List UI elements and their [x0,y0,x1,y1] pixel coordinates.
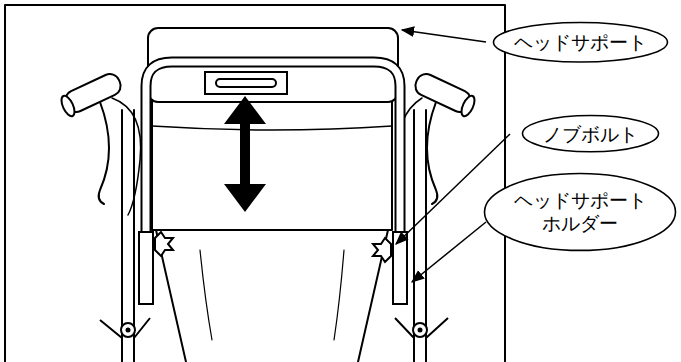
knob-bolt [373,238,391,262]
figure-frame [5,5,505,362]
hub [121,323,135,337]
right-holder [393,232,407,304]
leader-line [412,222,486,282]
callout-ellipse: ヘッドサポート ホルダー [483,172,677,252]
callout-ellipse: ヘッドサポート [492,21,669,64]
callout-label: ヘッドサポート ホルダー [505,189,655,235]
leader-line [402,30,486,42]
callout-ellipse: ノブボルト [521,114,660,153]
right-post [414,110,426,362]
head-support-lower [152,96,392,230]
callout-label: ヘッドサポート [514,31,647,54]
callout-label: ノブボルト [543,123,638,146]
knob-bolt [155,232,173,256]
backrest [156,230,388,362]
adjust-arrow [224,96,266,212]
left-holder [139,232,153,304]
head-support-frame [146,62,400,300]
brake-lever [99,102,109,204]
brake-lever [427,102,437,204]
left-post [122,110,134,362]
slot-plate [205,72,287,94]
brake-cable [112,98,141,215]
hub [413,323,427,337]
